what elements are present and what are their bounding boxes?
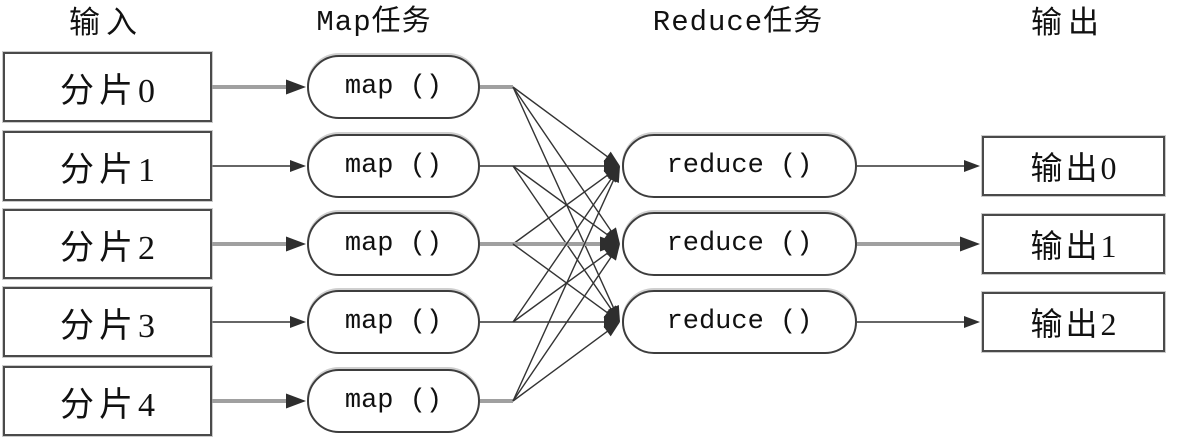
connector-line [512, 165, 613, 239]
reduce-task-0-label: reduce () [666, 151, 813, 181]
arrowhead [290, 316, 306, 328]
connector-line [512, 86, 617, 314]
reduce-task-1-label: reduce () [666, 229, 813, 259]
connector-line [512, 174, 617, 402]
map-task-0-label: map () [344, 72, 443, 102]
arrowhead [964, 160, 980, 172]
column-header-reduce: Reduce任务 [652, 6, 824, 39]
input-split-3-box: 分片3 [3, 287, 212, 357]
map-task-4-label: map () [344, 386, 443, 416]
arrowhead [606, 244, 620, 261]
output-1-label: 输出1 [1030, 228, 1120, 264]
connector-line [512, 86, 615, 237]
input-split-0-box: 分片0 [3, 52, 212, 122]
connector-line [512, 249, 613, 323]
map-task-2-label: map () [344, 229, 443, 259]
arrowhead [290, 160, 306, 172]
arrowhead [286, 393, 306, 409]
arrowhead [286, 236, 306, 252]
arrowhead [964, 316, 980, 328]
arrowhead [960, 236, 980, 252]
input-split-0-label: 分片0 [60, 72, 160, 110]
connector-line [512, 171, 613, 245]
arrowhead [607, 166, 620, 184]
reduce-task-2-label: reduce () [666, 307, 813, 337]
column-header-map: Map任务 [316, 6, 432, 39]
connector-line [512, 86, 613, 161]
input-split-2-label: 分片2 [60, 229, 160, 267]
connector-line [512, 251, 615, 402]
arrowhead [604, 160, 620, 172]
map-task-2-node: map () [307, 212, 480, 276]
arrowhead [603, 322, 620, 337]
reduce-task-1-node: reduce () [622, 212, 857, 276]
input-split-2-box: 分片2 [3, 209, 212, 279]
map-task-3-node: map () [307, 290, 480, 354]
connector-line [512, 327, 613, 402]
output-2-label: 输出2 [1030, 306, 1120, 342]
map-task-0-node: map () [307, 55, 480, 119]
arrowhead [286, 79, 306, 95]
input-split-4-label: 分片4 [60, 386, 160, 424]
output-2-box: 输出2 [982, 292, 1165, 352]
map-task-1-label: map () [344, 151, 443, 181]
column-header-output: 输出 [1031, 5, 1105, 40]
connector-line [512, 165, 615, 315]
map-task-1-node: map () [307, 134, 480, 198]
map-task-4-node: map () [307, 369, 480, 433]
output-0-box: 输出0 [982, 136, 1165, 196]
reduce-task-2-node: reduce () [622, 290, 857, 354]
input-split-4-box: 分片4 [3, 366, 212, 436]
column-header-input: 输入 [69, 5, 143, 40]
input-split-3-label: 分片3 [60, 307, 160, 345]
output-1-box: 输出1 [982, 214, 1165, 274]
output-0-label: 输出0 [1030, 150, 1120, 186]
input-split-1-box: 分片1 [3, 131, 212, 201]
arrowhead [600, 236, 620, 252]
reduce-task-0-node: reduce () [622, 134, 857, 198]
arrowhead [604, 316, 620, 328]
connector-line [512, 173, 615, 323]
map-task-3-label: map () [344, 307, 443, 337]
input-split-1-label: 分片1 [60, 151, 160, 189]
connector-line [512, 243, 613, 317]
